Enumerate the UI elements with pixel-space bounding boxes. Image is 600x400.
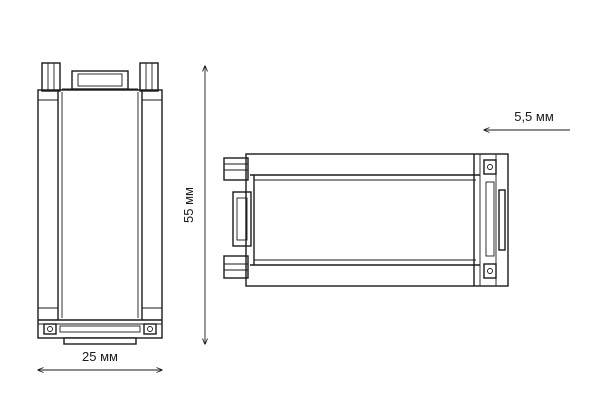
- height-dimension: 55 мм: [181, 66, 205, 344]
- side-left-connector: [232, 191, 252, 247]
- front-top-connector: [62, 70, 138, 90]
- height-label: 55 мм: [181, 187, 196, 223]
- side-left-bottom-clip: [223, 255, 249, 279]
- width-dimension: 25 мм: [38, 349, 162, 370]
- front-top-right-clip: [139, 62, 159, 92]
- side-right-terminals: [483, 154, 506, 286]
- front-bottom-terminals: [38, 319, 162, 345]
- depth-label: 5,5 мм: [514, 109, 554, 124]
- front-body-outline: [37, 89, 163, 339]
- width-label: 25 мм: [82, 349, 118, 364]
- side-left-top-clip: [223, 157, 249, 181]
- front-top-left-clip: [41, 62, 61, 92]
- depth-dimension: 5,5 мм: [484, 109, 570, 130]
- side-view: [223, 153, 509, 287]
- side-body-outline: [245, 153, 509, 287]
- front-view: [37, 62, 163, 345]
